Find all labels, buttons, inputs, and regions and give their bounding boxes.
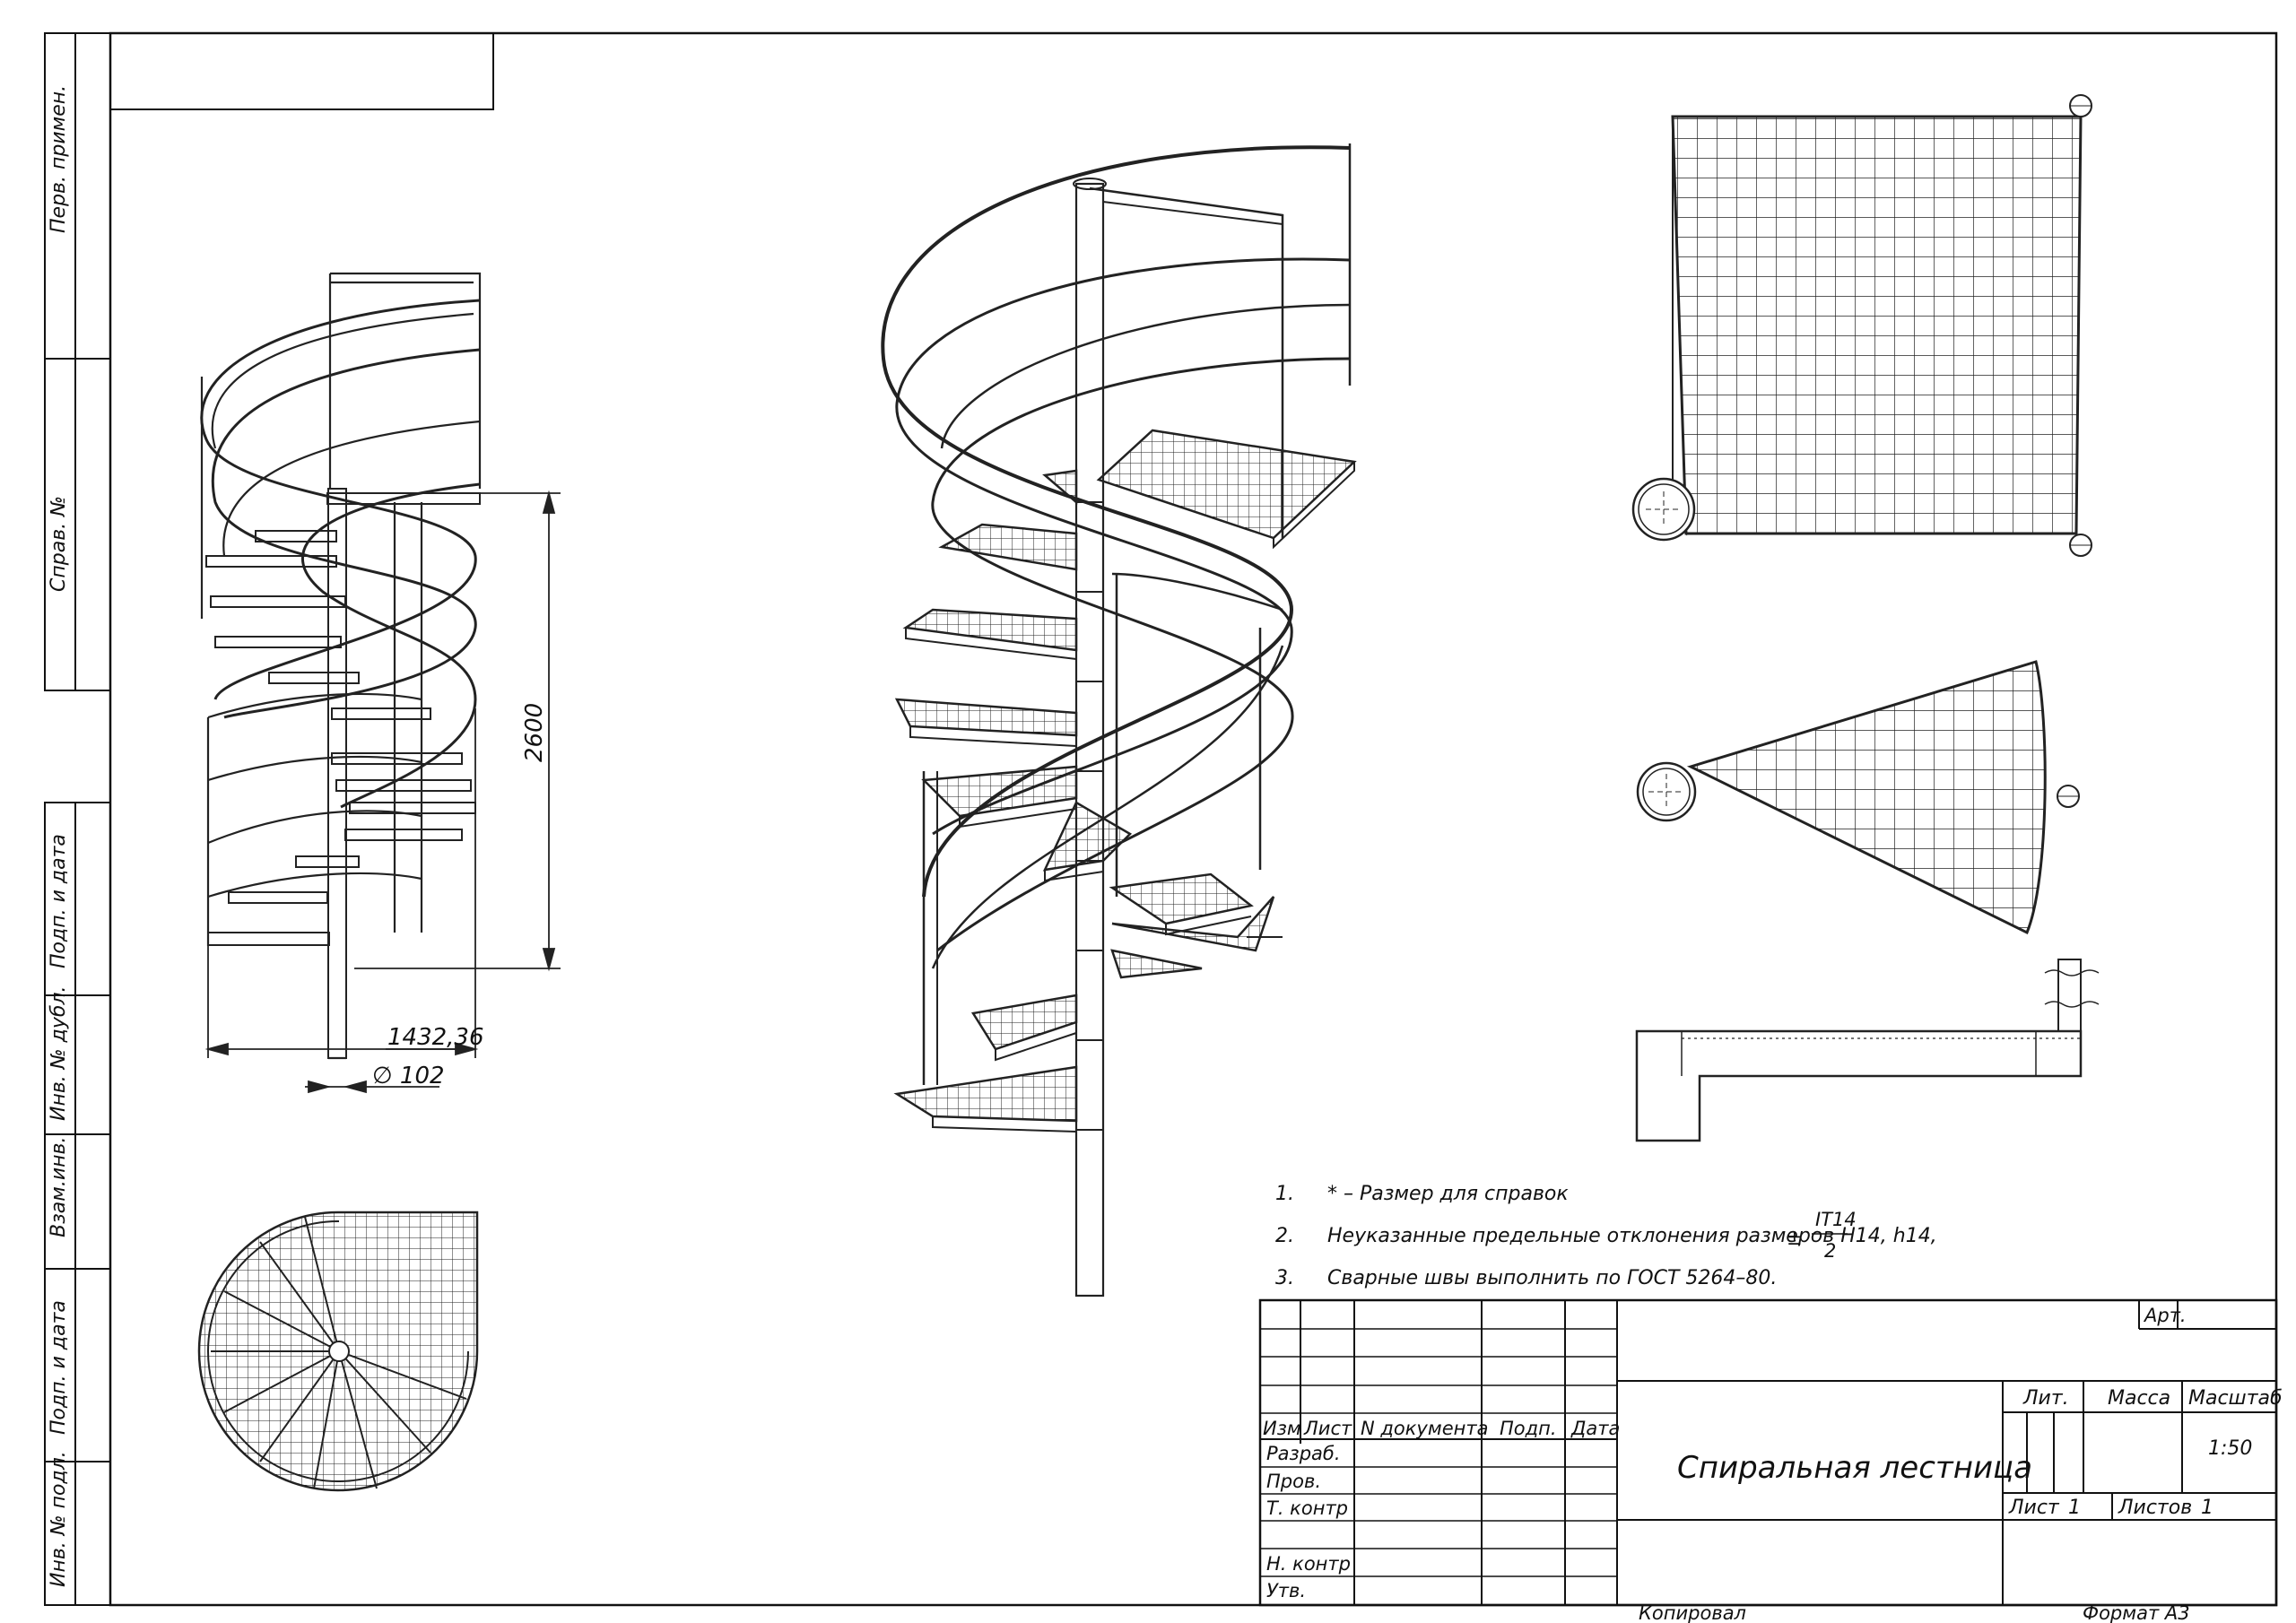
art-label: Арт.	[2143, 1305, 2187, 1326]
side-label-inv-podl: Инв. № подл.	[48, 1451, 70, 1587]
note-3-text: Сварные швы выполнить по ГОСТ 5264–80.	[1327, 1267, 1777, 1289]
col-n-dokumenta: N документа	[1361, 1418, 1488, 1439]
role-t-kontr: Т. контр	[1266, 1497, 1348, 1519]
front-elevation-view	[200, 272, 482, 1060]
col-list: Лист	[1303, 1418, 1352, 1439]
copied-label: Копировал	[1639, 1602, 1746, 1623]
sheets-label: Листов	[2118, 1497, 2192, 1519]
note-2-text: Неуказанные предельные отклонения размер…	[1327, 1225, 1937, 1247]
lit-label: Лит.	[2022, 1387, 2069, 1410]
note-2-number: 2.	[1275, 1225, 1294, 1247]
title-block-text: Арт. Спиральная лестница Лит. Масса Масш…	[1263, 1305, 2283, 1623]
col-izm: Изм	[1263, 1418, 1301, 1439]
format-label: Формат А3	[2083, 1602, 2190, 1623]
isometric-view	[881, 143, 1357, 1298]
note-2-sign: ±	[1787, 1228, 1803, 1249]
sheet-frame	[44, 31, 2278, 1607]
role-n-kontr: Н. контр	[1266, 1553, 1351, 1575]
side-label-vzam-inv: Взам.инв.	[48, 1136, 70, 1237]
side-label-podp-data-2: Подп. и дата	[48, 1300, 70, 1435]
scale-label: Масштаб	[2188, 1387, 2283, 1410]
col-podp: Подп.	[1500, 1418, 1557, 1439]
sheets-number: 1	[2201, 1497, 2213, 1519]
role-utv: Утв.	[1266, 1580, 1306, 1601]
step-tread-detail	[1636, 660, 2080, 935]
sheet-number: 1	[2068, 1497, 2081, 1519]
technical-notes: 1. * – Размер для справок 2. Неуказанные…	[1275, 1183, 1937, 1289]
col-data: Дата	[1570, 1418, 1620, 1439]
note-1-text: * – Размер для справок	[1327, 1183, 1569, 1205]
note-3-number: 3.	[1275, 1267, 1294, 1289]
plan-view	[197, 1211, 479, 1492]
mass-label: Масса	[2108, 1387, 2170, 1410]
note-2-fraction-numerator: IT14	[1815, 1209, 1857, 1230]
sheet-label: Лист	[2008, 1497, 2060, 1519]
dimension-width: 1432,36	[387, 1024, 484, 1051]
dimension-diameter: ∅ 102	[372, 1063, 445, 1089]
note-1-number: 1.	[1275, 1183, 1294, 1205]
side-label-sprav-no: Справ. №	[48, 496, 70, 592]
front-view-dimensions	[204, 490, 561, 1094]
side-label-perv-primen: Перв. примен.	[48, 85, 70, 233]
side-label-inv-dubl: Инв. № дубл.	[48, 985, 70, 1121]
side-label-podp-data-1: Подп. и дата	[48, 834, 70, 968]
role-razrab: Разраб.	[1266, 1443, 1341, 1464]
title-block	[1258, 1298, 2278, 1607]
side-labels: Перв. примен. Справ. № Подп. и дата Инв.…	[48, 85, 70, 1587]
landing-grid-detail	[1631, 94, 2092, 557]
drawing-title: Спиральная лестница	[1677, 1450, 2032, 1486]
role-prov: Пров.	[1266, 1471, 1321, 1492]
profile-detail	[1635, 959, 2100, 1142]
dimension-height: 2600	[521, 703, 548, 762]
note-2-fraction-denominator: 2	[1824, 1240, 1836, 1262]
scale-value: 1:50	[2208, 1437, 2252, 1460]
